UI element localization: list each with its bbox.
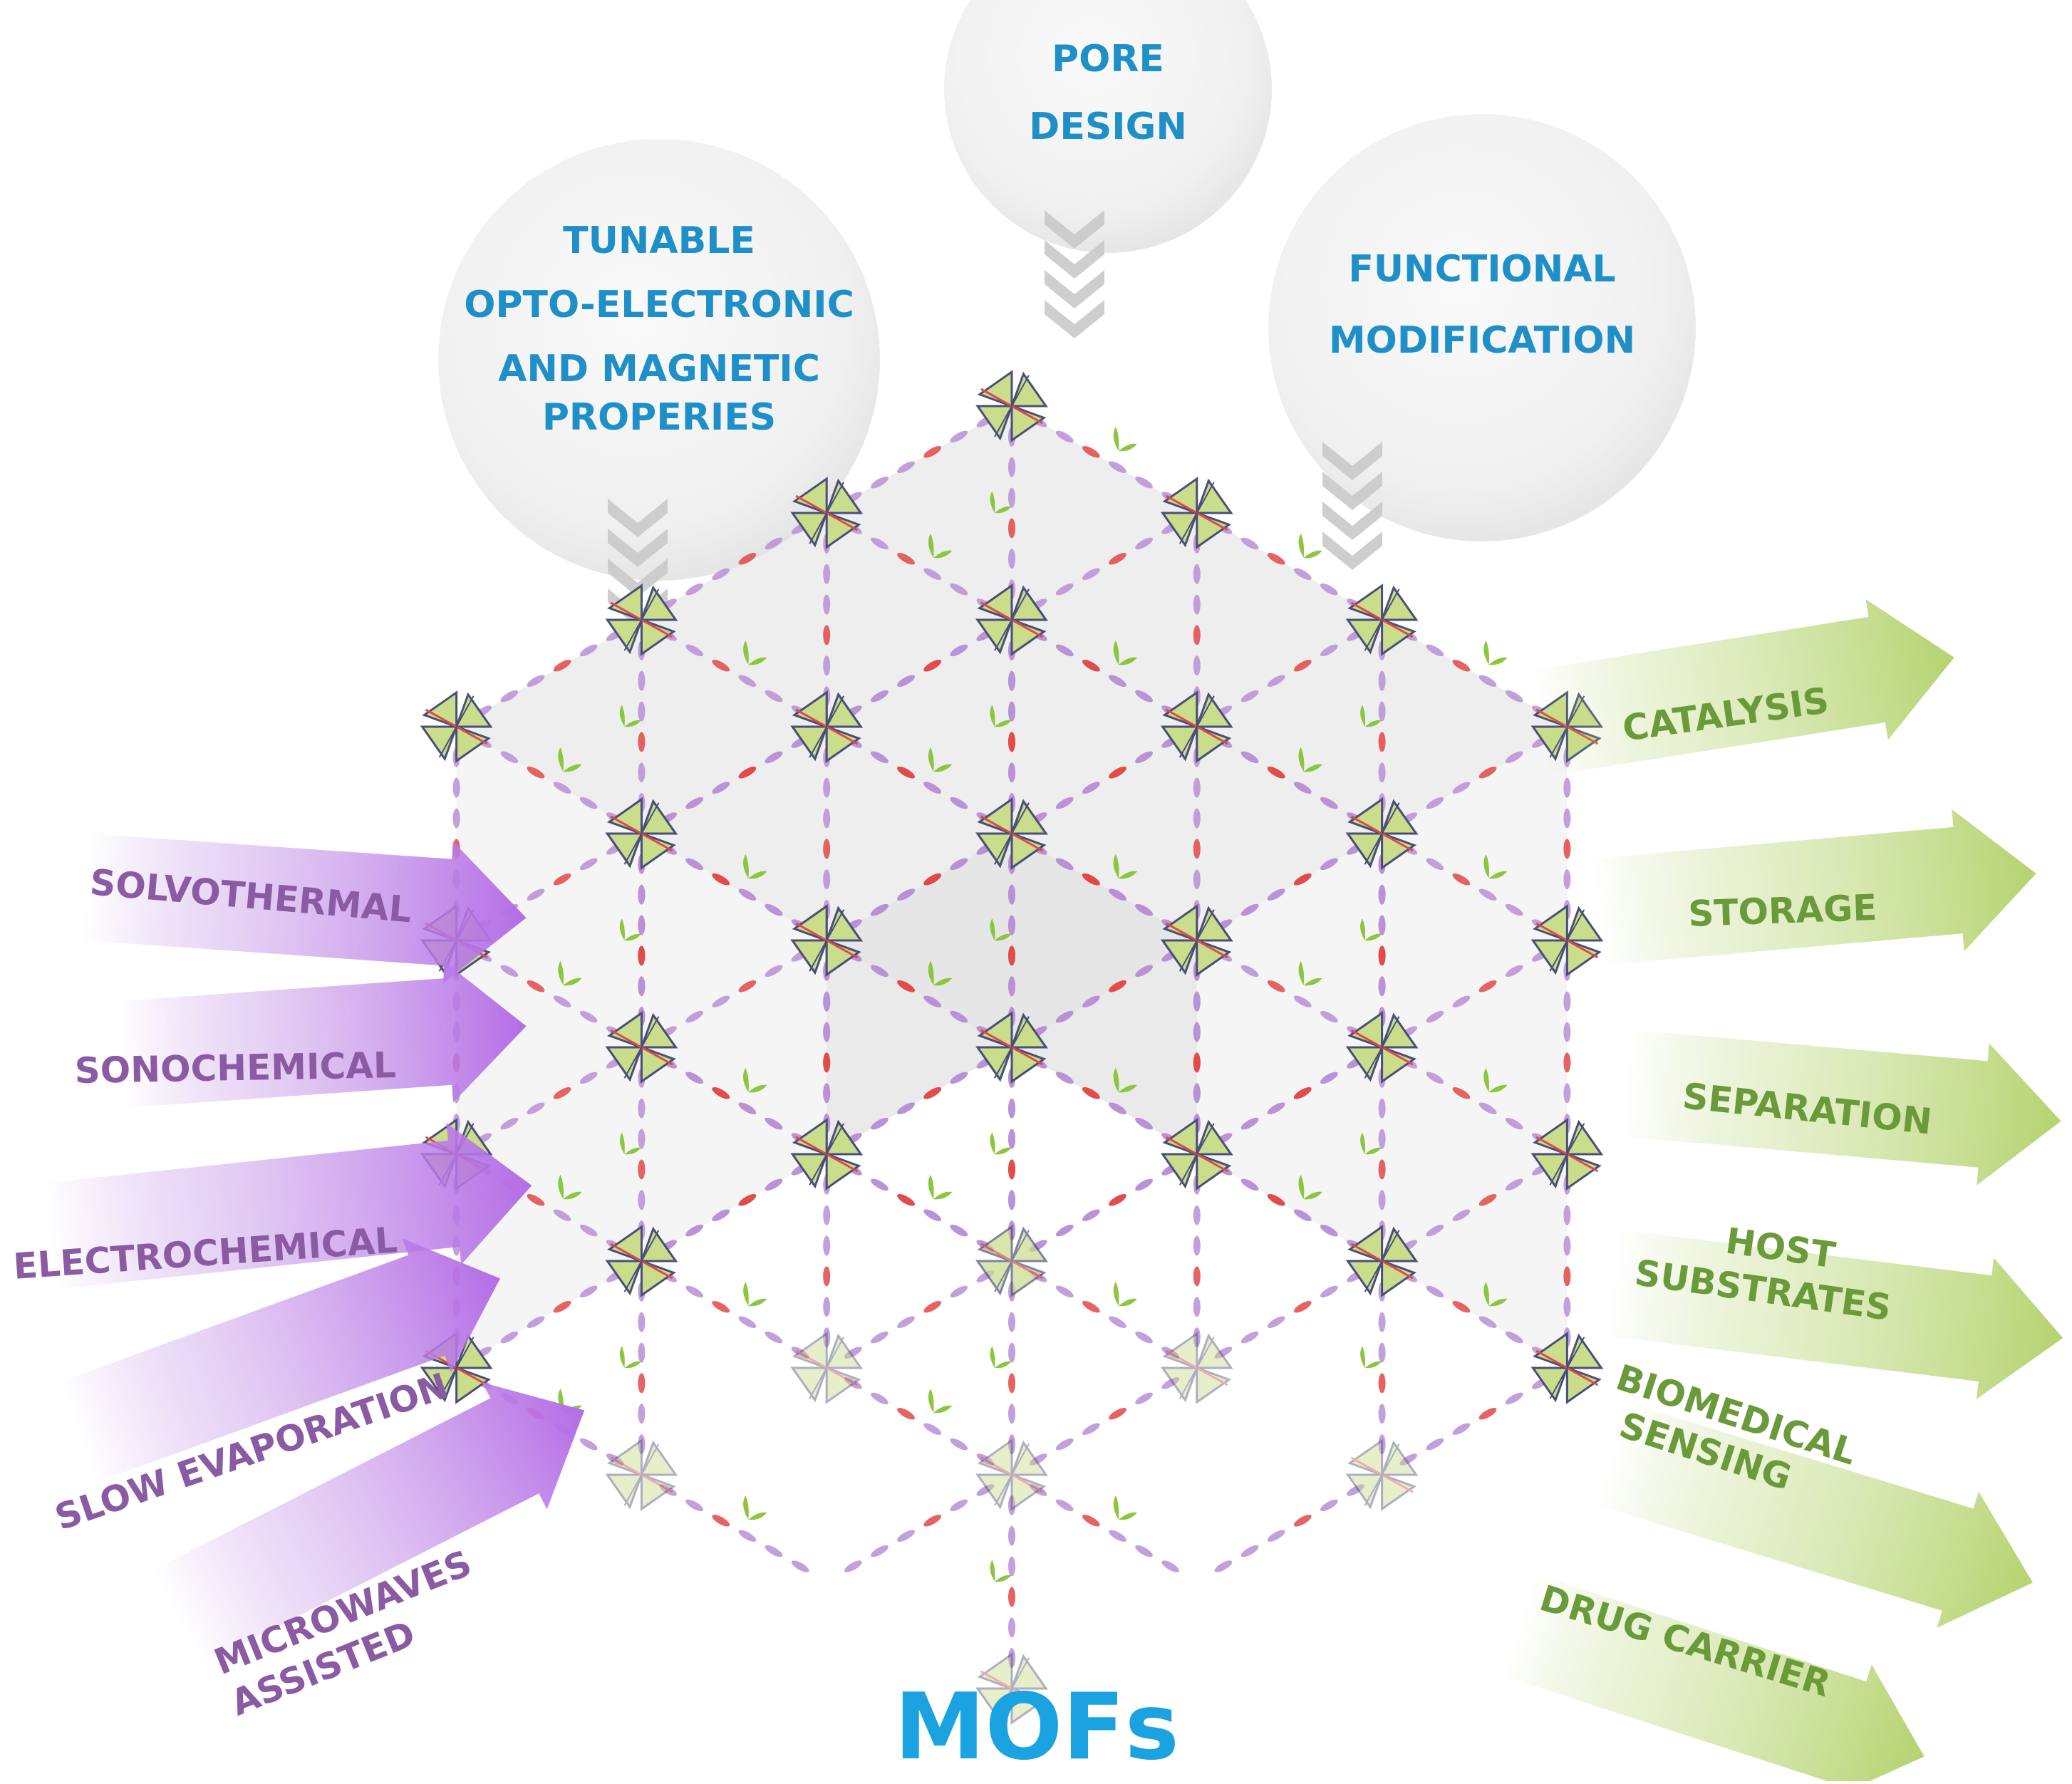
design-feature-2: PORE DESIGN bbox=[944, 0, 1272, 338]
feature-label-line: PORE bbox=[1052, 38, 1164, 81]
feature-bubble bbox=[944, 0, 1272, 253]
application-arrow bbox=[1591, 809, 2036, 965]
metal-nodes bbox=[420, 370, 1604, 1725]
feature-bubble bbox=[1268, 114, 1696, 541]
application-label-line: STORAGE bbox=[1687, 887, 1877, 935]
application-arrow bbox=[1530, 599, 1954, 777]
application-arrow bbox=[1603, 1229, 2063, 1399]
synthesis-method-1: SOLVOTHERMAL bbox=[81, 834, 527, 984]
chevron-down-icon bbox=[1322, 442, 1382, 570]
feature-label-line: PROPERIES bbox=[542, 396, 776, 439]
chevron-down-icon bbox=[1045, 210, 1104, 338]
diagram-title: MOFs bbox=[894, 1674, 1179, 1780]
feature-label-line: AND MAGNETIC bbox=[498, 348, 820, 390]
applications: CATALYSIS STORAGE SEPARATION HOSTSUBSTRATES… bbox=[1501, 599, 2063, 1784]
application-arrow bbox=[1620, 1030, 2061, 1186]
design-feature-bubbles: TUNABLE OPTO-ELECTRONIC AND MAGNETIC PROPER… bbox=[438, 0, 1696, 627]
feature-label-line: TUNABLE bbox=[563, 219, 755, 262]
application-1: CATALYSIS bbox=[1530, 599, 1954, 777]
synthesis-method-2: SONOCHEMICAL bbox=[74, 960, 527, 1108]
feature-label-line: FUNCTIONAL bbox=[1348, 248, 1615, 291]
synthesis-label-line: SONOCHEMICAL bbox=[74, 1044, 396, 1091]
application-2: STORAGE bbox=[1591, 809, 2036, 965]
feature-label-line: DESIGN bbox=[1029, 105, 1187, 148]
application-arrow bbox=[1501, 1573, 1925, 1784]
feature-label-line: OPTO-ELECTRONIC bbox=[464, 284, 854, 326]
application-arrow bbox=[1595, 1402, 2033, 1628]
design-feature-1: TUNABLE OPTO-ELECTRONIC AND MAGNETIC PROPER… bbox=[438, 139, 880, 627]
feature-bubble bbox=[438, 139, 880, 581]
functional-groups bbox=[558, 427, 1508, 1582]
synthesis-arrow bbox=[117, 960, 527, 1108]
synthesis-arrow bbox=[153, 1382, 585, 1665]
application-3: SEPARATION bbox=[1620, 1030, 2061, 1186]
design-feature-3: FUNCTIONAL MODIFICATION bbox=[1268, 114, 1696, 570]
mof-framework-cube bbox=[420, 370, 1604, 1725]
synthesis-arrow bbox=[81, 834, 527, 984]
feature-label-line: MODIFICATION bbox=[1329, 319, 1635, 362]
synthesis-arrow bbox=[60, 1238, 501, 1483]
